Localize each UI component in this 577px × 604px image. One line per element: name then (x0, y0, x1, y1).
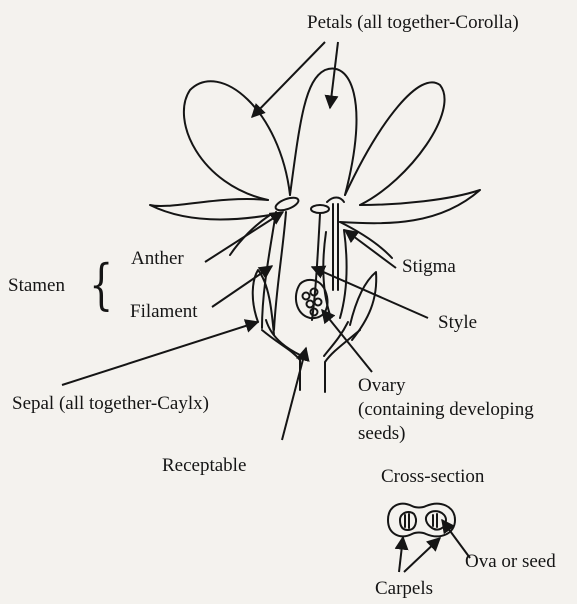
style-label: Style (438, 312, 477, 334)
arrow-receptable (282, 348, 306, 440)
receptacle-right (325, 330, 360, 392)
carpels-label: Carpels (375, 578, 433, 600)
petal-right-upper (345, 82, 445, 205)
petal-right-lower (340, 222, 392, 258)
ovary-seeds-label: seeds) (358, 423, 405, 445)
seed (303, 293, 310, 300)
receptacle-left (262, 330, 300, 390)
petal-left-side (150, 199, 270, 220)
ovary-label: Ovary (358, 375, 405, 397)
stamen-label: Stamen (8, 275, 65, 297)
seed (315, 299, 322, 306)
petals-label: Petals (all together-Corolla) (307, 12, 519, 34)
petal-right-side (340, 190, 480, 223)
filament-label: Filament (130, 301, 198, 323)
arrow-petals-right (330, 42, 338, 108)
arrow-carpels-right (404, 538, 440, 572)
stigma-label: Stigma (402, 256, 456, 278)
seed (307, 301, 314, 308)
receptable-label: Receptable (162, 455, 246, 477)
sepal-label: Sepal (all together-Caylx) (12, 393, 209, 415)
petal-left-upper (184, 81, 290, 200)
ovary-detail-label: (containing developing (358, 399, 534, 421)
anther-right (311, 205, 329, 213)
sepal-right (350, 272, 376, 340)
anther-left (274, 195, 300, 213)
arrow-carpels-left (399, 537, 403, 572)
stigma (327, 198, 344, 203)
cross-section-outline (388, 504, 455, 537)
anther-label: Anther (131, 248, 184, 270)
arrow-stigma (345, 230, 396, 268)
pistil-body-b (340, 230, 347, 318)
petal-left-lower (230, 215, 270, 255)
petal-center-upper (290, 69, 356, 195)
arrow-ovary (322, 310, 372, 372)
ova-or-seed-label: Ova or seed (465, 551, 556, 573)
cross-section-label: Cross-section (381, 466, 484, 488)
ova-right (433, 514, 437, 527)
filament-left-b (274, 212, 286, 330)
arrow-sepal (62, 322, 258, 385)
filament-left (262, 212, 276, 328)
ova-left (405, 514, 409, 528)
stamen-brace: { (89, 258, 113, 312)
